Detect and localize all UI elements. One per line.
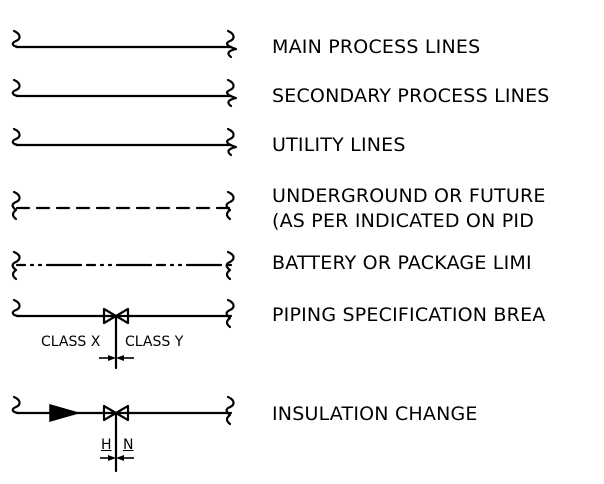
label-battery-limit: BATTERY OR PACKAGE LIMI [272,252,532,274]
label-main-process-lines: MAIN PROCESS LINES [272,36,481,58]
label-underground-line-2: (AS PER INDICATED ON PID [272,210,535,232]
main-process-line-symbol [11,29,238,59]
label-insulation-change: INSULATION CHANGE [272,403,478,425]
label-secondary-process-lines: SECONDARY PROCESS LINES [272,85,550,107]
flow-arrow-icon [49,404,81,422]
class-y-label: CLASS Y [125,334,184,350]
label-utility-lines: UTILITY LINES [272,134,406,156]
battery-limit-line-symbol [11,250,235,281]
class-x-label: CLASS X [41,334,101,350]
utility-line-symbol [11,127,238,157]
spec-break-symbol [11,298,235,370]
label-spec-break: PIPING SPECIFICATION BREA [272,304,546,326]
secondary-process-line-symbol [11,78,238,108]
underground-line-symbol [11,190,235,221]
insulation-n-label: N [123,437,134,453]
label-underground-line-1: UNDERGROUND OR FUTURE [272,185,546,207]
insulation-change-symbol [11,395,235,473]
insulation-h-label: H [101,437,112,453]
